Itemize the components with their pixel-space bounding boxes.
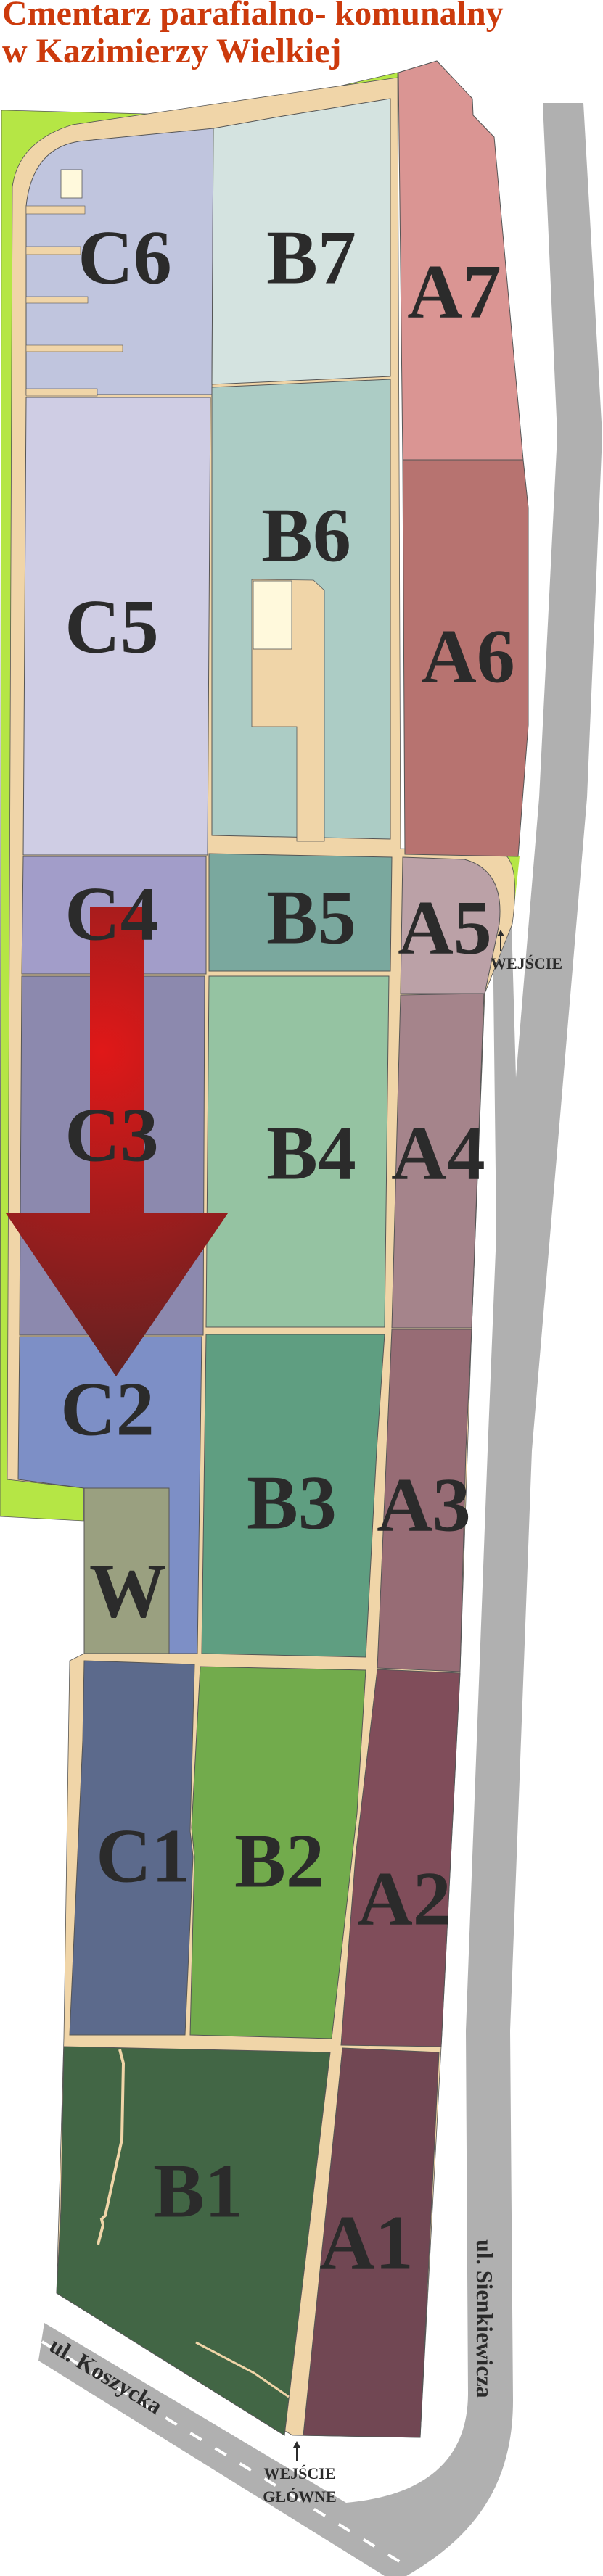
c6-path-stubs [25,205,123,397]
section-a3[interactable] [377,1329,472,1672]
main-entrance-label-line1: WEJŚCIE [263,2464,335,2482]
street-label-sienkiewicza: ul. Sienkiewicza [472,2239,498,2398]
section-b5[interactable] [208,853,393,972]
map-title-line1: Cmentarz parafialno- komunalny [2,0,504,33]
label-a6: A6 [421,614,515,699]
label-b4: B4 [266,1111,356,1196]
label-c5: C5 [65,585,159,669]
section-b3[interactable] [201,1334,385,1658]
section-c5[interactable] [22,397,211,856]
section-a6[interactable] [402,459,529,857]
b1-footpath-diagonal [195,2341,290,2398]
label-b3: B3 [247,1461,337,1545]
label-b7: B7 [266,215,356,300]
label-c1: C1 [96,1814,190,1899]
label-b5: B5 [266,875,356,960]
label-w: W [89,1549,166,1634]
section-a1[interactable] [303,2047,440,2438]
label-a2: A2 [357,1857,451,1941]
label-c3: C3 [65,1093,159,1178]
location-arrow-icon [6,907,228,1376]
section-a4[interactable] [391,993,485,1329]
section-b1[interactable] [56,2046,331,2436]
section-a5[interactable] [400,856,501,994]
label-b2: B2 [234,1819,324,1904]
map-title-line2: w Kazimierzy Wielkiej [2,32,341,70]
label-c6: C6 [78,215,172,300]
label-b6: B6 [261,493,351,578]
b6-building [253,580,292,650]
label-a1: A1 [319,2200,414,2285]
section-b7[interactable] [211,98,391,385]
main-entrance-arrow-icon [293,2441,300,2461]
label-a3: A3 [377,1463,471,1548]
road-center-dashes [41,2340,408,2567]
section-b2[interactable] [189,1666,366,2039]
label-c2: C2 [60,1367,155,1452]
b1-footpath [97,2049,126,2245]
section-c1[interactable] [69,1660,195,2036]
section-a2[interactable] [340,1669,461,2047]
side-entrance-label: WEJŚCIE [491,954,562,973]
main-entrance-label-line2: GŁÓWNE [263,2488,336,2506]
section-b4[interactable] [205,975,390,1328]
section-w[interactable] [83,1487,170,1654]
label-b1: B1 [153,2149,243,2234]
side-entrance-arrow-icon [497,930,504,951]
chapel-building [60,169,83,199]
label-a5: A5 [398,886,492,970]
label-a4: A4 [391,1111,485,1196]
label-a7: A7 [407,249,501,334]
label-c4: C4 [65,872,159,957]
